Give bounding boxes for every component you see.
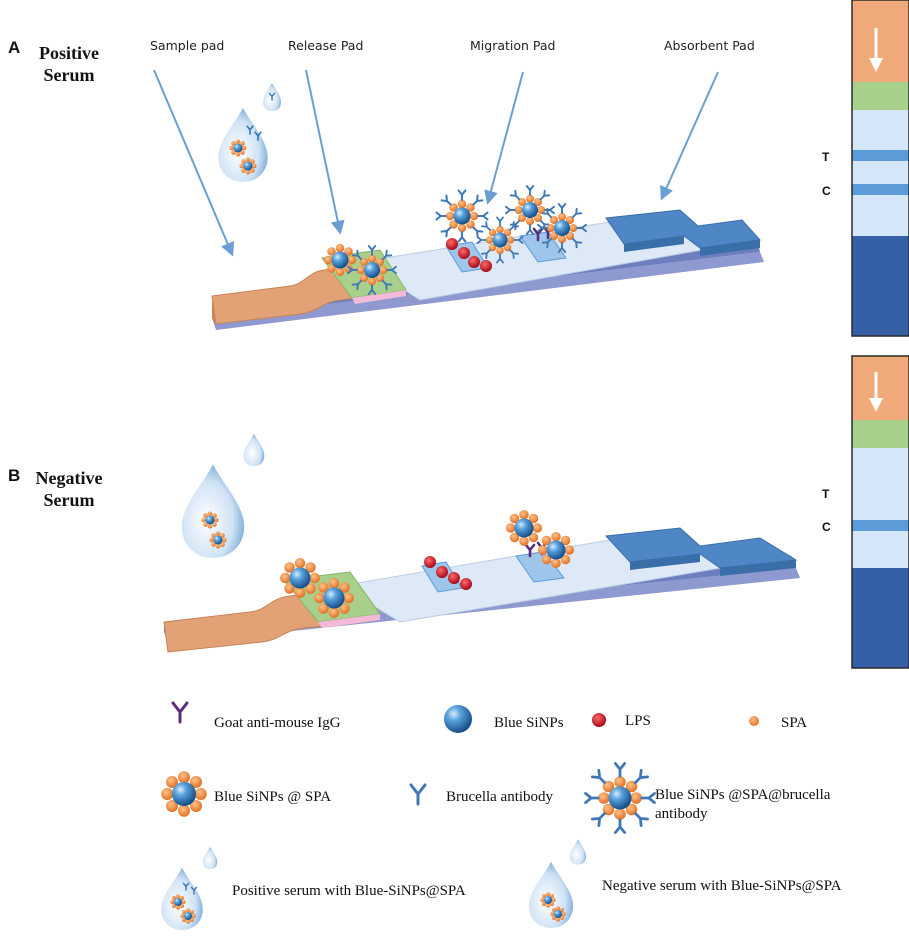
pad-pointer-arrows: [153, 69, 719, 257]
brucella-antibody-icon: [409, 783, 427, 806]
goat-igg-icon: [171, 701, 189, 724]
positive-serum-drop-icon: [161, 846, 218, 930]
panel-a-title-line2: Serum: [43, 65, 95, 85]
legend-complex-line2: antibody: [655, 806, 708, 822]
spa-icon: [749, 716, 759, 726]
legend-spa-label: SPA: [781, 715, 808, 731]
panel-a-title: Positive Serum: [28, 42, 110, 86]
lps-icon: [592, 713, 606, 727]
absorbent-pad-label: Absorbent Pad: [664, 38, 755, 53]
legend-complex-label: Blue SiNPs @SPA@brucella antibody: [655, 786, 830, 824]
panel-a-title-line1: Positive: [39, 43, 99, 63]
drops-b: [181, 433, 265, 558]
blue-sinp-icon: [444, 705, 472, 733]
strip-a: [211, 186, 764, 330]
migration-pad-label: Migration Pad: [470, 38, 556, 53]
panel-a-letter: A: [8, 38, 21, 57]
sample-pad-label: Sample pad: [150, 38, 225, 53]
complex-particle-icon: [586, 764, 655, 833]
strip-indicator-a: [851, 0, 909, 337]
legend-brucella-antibody-label: Brucella antibody: [446, 789, 554, 805]
legend-goat-igg-label: Goat anti-mouse IgG: [214, 715, 341, 731]
legend-complex-line1: Blue SiNPs @SPA@brucella: [655, 787, 831, 803]
strip-a-c-band: [852, 184, 909, 195]
strip-b-c-mark: C: [822, 520, 831, 534]
legend-blue-sinps-spa-label: Blue SiNPs @ SPA: [214, 789, 332, 805]
legend-negative-serum-label: Negative serum with Blue-SiNPs@SPA: [602, 878, 842, 894]
strip-a-t-mark: T: [822, 150, 830, 164]
strip-indicator-b: [851, 355, 909, 669]
flow-arrow-b: [869, 372, 883, 412]
strip-b: [163, 509, 800, 653]
strip-a-backing: [212, 252, 764, 330]
legend-positive-serum-label: Positive serum with Blue-SiNPs@SPA: [232, 883, 466, 899]
legend-lps-label: LPS: [625, 713, 651, 729]
strip-b-t-mark: T: [822, 487, 830, 501]
strip-b-c-band: [852, 520, 909, 531]
legend-icons: [161, 701, 759, 930]
flow-arrow-a: [869, 28, 883, 72]
panel-b-letter: B: [8, 466, 21, 485]
panel-b-title-line2: Serum: [43, 490, 95, 510]
strip-b-control-line: [515, 551, 565, 583]
panel-b-title: Negative Serum: [28, 467, 110, 511]
legend-blue-sinps-label: Blue SiNPs: [494, 715, 564, 731]
drops-a: [218, 83, 281, 182]
release-pad-label: Release Pad: [288, 38, 364, 53]
blue-sinps-spa-icon: [161, 771, 207, 817]
panel-b-title-line1: Negative: [35, 468, 103, 488]
negative-serum-drop-icon: [528, 839, 587, 928]
strip-a-c-mark: C: [822, 184, 831, 198]
strip-a-t-band: [852, 150, 909, 161]
